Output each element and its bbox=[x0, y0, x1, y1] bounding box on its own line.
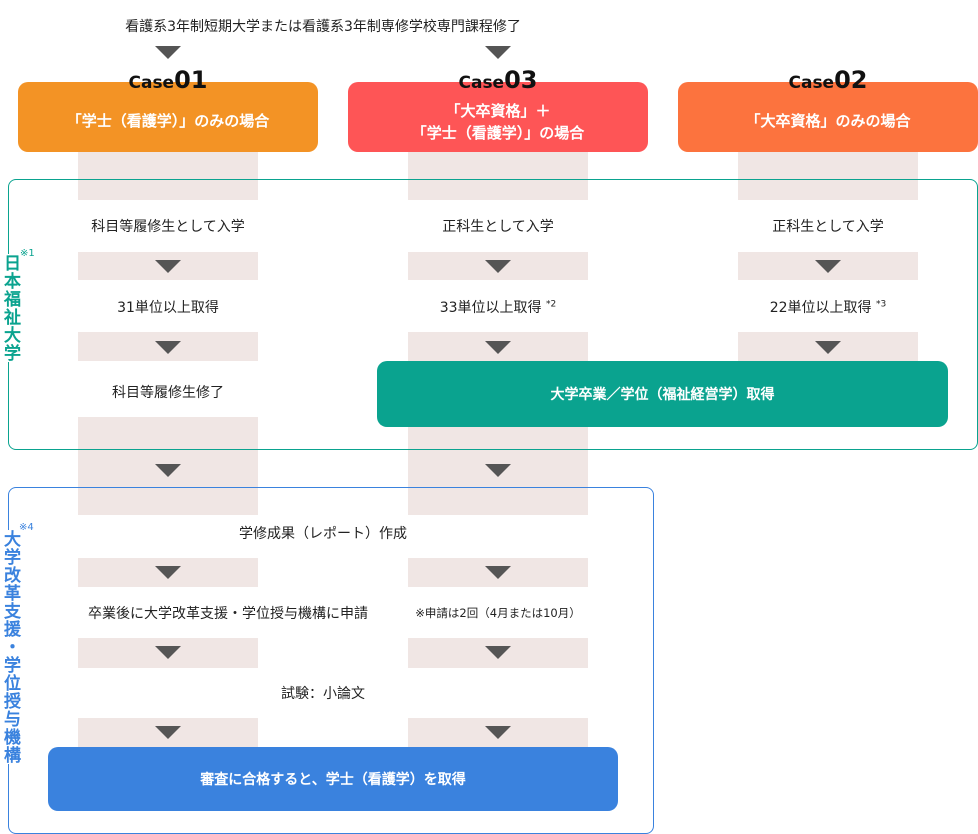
apply-note: ※申請は2回（4月または10月） bbox=[415, 606, 581, 620]
case03-label: Case03 bbox=[458, 66, 538, 94]
step-text: 科目等履修生として入学 bbox=[91, 219, 245, 235]
arrow-down-icon bbox=[485, 566, 511, 579]
step-text: 33単位以上取得 *2 bbox=[439, 299, 557, 316]
arrow-down-icon bbox=[815, 260, 841, 273]
step-text: 科目等履修生修了 bbox=[112, 385, 224, 401]
arrow-down-icon bbox=[155, 46, 181, 59]
arrow-down-icon bbox=[485, 646, 511, 659]
step-text: 22単位以上取得 *3 bbox=[769, 299, 887, 316]
case01-box: 「学士（看護学）」のみの場合 bbox=[18, 82, 318, 152]
step-text: 試験：小論文 bbox=[281, 686, 365, 702]
step-text: 学修成果（レポート）作成 bbox=[239, 526, 407, 542]
step-text: 卒業後に大学改革支援・学位授与機構に申請 bbox=[88, 606, 368, 622]
arrow-down-icon bbox=[155, 726, 181, 739]
niad-label: 大学改革支援・学位授与機構 bbox=[0, 530, 20, 764]
arrow-down-icon bbox=[485, 726, 511, 739]
niad-note: ※4 bbox=[19, 522, 34, 533]
arrow-down-icon bbox=[155, 341, 181, 354]
result-box: 審査に合格すると、学士（看護学）を取得 bbox=[48, 747, 618, 811]
step-text: 正科生として入学 bbox=[442, 219, 554, 235]
graduation-box: 大学卒業／学位（福祉経営学）取得 bbox=[377, 361, 948, 427]
arrow-down-icon bbox=[155, 464, 181, 477]
case02-box: 「大卒資格」のみの場合 bbox=[678, 82, 978, 152]
case03-box: 「大卒資格」＋「学士（看護学）」の場合 bbox=[348, 82, 648, 152]
case01-label: Case01 bbox=[128, 66, 208, 94]
step-text: 31単位以上取得 bbox=[117, 300, 219, 316]
prerequisite-text: 看護系3年制短期大学または看護系3年制専修学校専門課程修了 bbox=[125, 19, 521, 35]
case02-label: Case02 bbox=[788, 66, 868, 94]
arrow-down-icon bbox=[485, 46, 511, 59]
arrow-down-icon bbox=[485, 464, 511, 477]
arrow-down-icon bbox=[155, 260, 181, 273]
step-text: 正科生として入学 bbox=[772, 219, 884, 235]
nfu-label: 日本福祉大学 bbox=[0, 254, 20, 362]
nfu-note: ※1 bbox=[20, 248, 35, 259]
arrow-down-icon bbox=[815, 341, 841, 354]
arrow-down-icon bbox=[155, 566, 181, 579]
arrow-down-icon bbox=[485, 341, 511, 354]
arrow-down-icon bbox=[155, 646, 181, 659]
arrow-down-icon bbox=[485, 260, 511, 273]
